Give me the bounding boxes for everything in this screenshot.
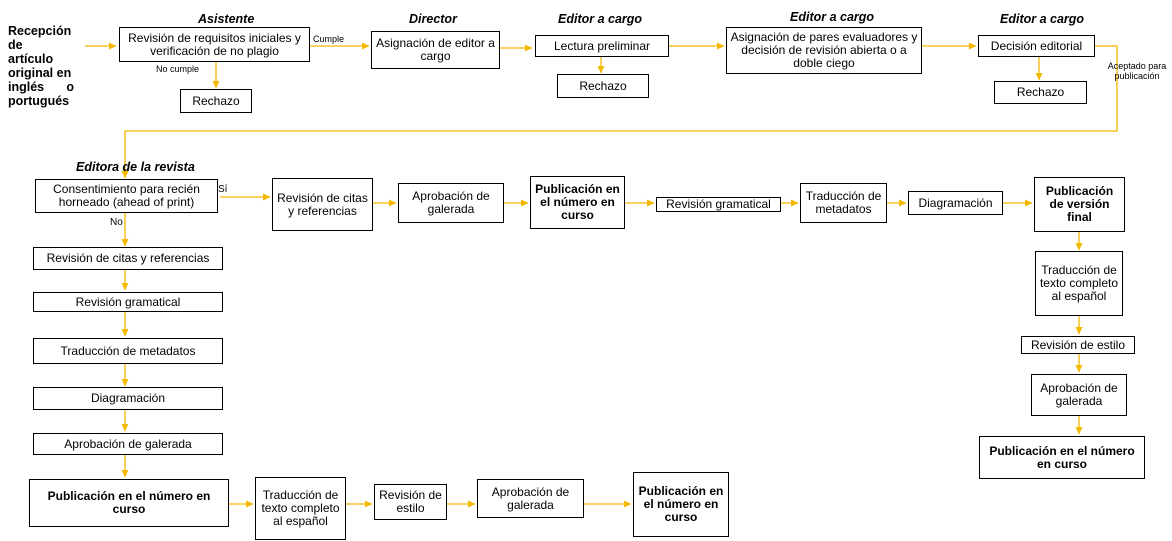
box-revision-estilo-bottom: Revisión de estilo bbox=[374, 484, 447, 520]
box-traduccion-texto-right: Traducción de texto completo al español bbox=[1035, 251, 1123, 316]
box-publicacion-version-final: Publicación de versión final bbox=[1034, 177, 1125, 232]
label-no-cumple: No cumple bbox=[156, 64, 200, 74]
box-revision-citas-top: Revisión de citas y referencias bbox=[272, 178, 373, 231]
role-asistente: Asistente bbox=[198, 12, 255, 26]
box-consentimiento: Consentimiento para recién horneado (ahe… bbox=[35, 179, 218, 213]
box-asignacion-editor: Asignación de editor a cargo bbox=[371, 31, 500, 69]
box-traduccion-texto-bottom: Traducción de texto completo al español bbox=[255, 477, 346, 540]
role-editor-1: Editor a cargo bbox=[558, 12, 643, 26]
box-rechazo-2: Rechazo bbox=[557, 74, 649, 98]
box-aprobacion-galerada-bottom: Aprobación de galerada bbox=[477, 479, 584, 518]
box-rechazo-3: Rechazo bbox=[994, 81, 1087, 104]
label-cumple: Cumple bbox=[313, 34, 345, 44]
role-editora-revista: Editora de la revista bbox=[76, 160, 195, 174]
start-line-4a: inglés bbox=[8, 80, 45, 94]
box-lectura-preliminar: Lectura preliminar bbox=[535, 35, 669, 57]
box-decision-editorial: Decisión editorial bbox=[978, 35, 1095, 57]
box-aprobacion-galerada-right: Aprobación de galerada bbox=[1031, 374, 1127, 416]
label-aceptado: Aceptado para publicación bbox=[1107, 61, 1167, 81]
label-si: Sí bbox=[218, 184, 228, 195]
start-line-1: Recepción de bbox=[8, 24, 72, 52]
box-publicacion-right: Publicación en el número en curso bbox=[979, 436, 1145, 479]
box-publicacion-left: Publicación en el número en curso bbox=[29, 479, 229, 527]
box-revision-estilo-right: Revisión de estilo bbox=[1021, 336, 1135, 354]
box-publicacion-bottom: Publicación en el número en curso bbox=[633, 472, 729, 537]
role-editor-2: Editor a cargo bbox=[790, 10, 875, 24]
start-label: Recepción de artículo original en inglés… bbox=[8, 24, 74, 108]
box-revision-citas-left: Revisión de citas y referencias bbox=[33, 247, 223, 270]
box-diagramacion-top: Diagramación bbox=[908, 191, 1003, 215]
start-line-2: artículo bbox=[8, 52, 54, 66]
label-no: No bbox=[110, 217, 123, 228]
box-revision-gramatical-left: Revisión gramatical bbox=[33, 292, 223, 312]
start-line-4b: o bbox=[66, 80, 74, 94]
box-revision-gramatical-top: Revisión gramatical bbox=[656, 197, 781, 212]
start-line-3: original en bbox=[8, 66, 72, 80]
box-rechazo-1: Rechazo bbox=[180, 89, 252, 113]
box-revision-requisitos: Revisión de requisitos iniciales y verif… bbox=[119, 27, 310, 62]
box-aprobacion-galerada-top: Aprobación de galerada bbox=[398, 183, 504, 223]
start-line-5: portugués bbox=[8, 94, 70, 108]
role-editor-3: Editor a cargo bbox=[1000, 12, 1085, 26]
box-traduccion-metadatos-top: Traducción de metadatos bbox=[800, 183, 887, 223]
box-diagramacion-left: Diagramación bbox=[33, 387, 223, 410]
role-director: Director bbox=[409, 12, 457, 26]
box-publicacion-top: Publicación en el número en curso bbox=[530, 176, 625, 229]
box-traduccion-metadatos-left: Traducción de metadatos bbox=[33, 338, 223, 364]
box-aprobacion-galerada-left: Aprobación de galerada bbox=[33, 433, 223, 455]
box-asignacion-pares: Asignación de pares evaluadores y decisi… bbox=[726, 27, 922, 74]
start-line-4: inglés o bbox=[8, 80, 74, 94]
